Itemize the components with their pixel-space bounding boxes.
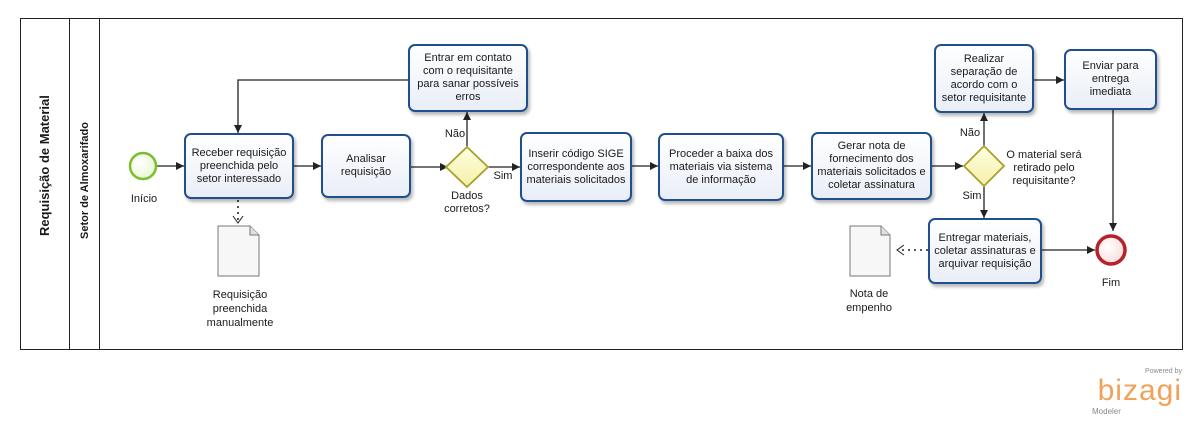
end-event-label: Fim <box>1101 277 1121 289</box>
gateway-dados-question: Dados corretos? <box>444 190 490 215</box>
watermark-sub: Modeler <box>1092 407 1121 416</box>
bizagi-watermark: Powered by bizagi Modeler <box>1092 368 1182 418</box>
pool-header: Requisição de Material <box>20 18 70 350</box>
document-requisicao <box>217 225 260 277</box>
start-event[interactable] <box>128 151 158 181</box>
task-gerar-nota[interactable]: Gerar nota de fornecimento dos materiais… <box>811 132 932 200</box>
document-requisicao-label: Requisição preenchida manualmente <box>206 289 274 329</box>
flow-contato-receber <box>234 79 408 133</box>
gateway-dados-yes-label: Sim <box>493 170 513 182</box>
gateway-dados-no-label: Não <box>444 128 466 140</box>
pool <box>20 18 1183 350</box>
task-realizar-separacao[interactable]: Realizar separação de acordo com o setor… <box>934 44 1034 113</box>
gateway-retirado-no-label: Não <box>959 127 981 139</box>
task-enviar-entrega[interactable]: Enviar para entrega imediata <box>1064 49 1157 110</box>
gateway-dados-corretos[interactable] <box>444 145 490 189</box>
bizagi-logo: bizagi <box>1097 374 1182 407</box>
gateway-retirado[interactable] <box>962 144 1006 188</box>
gateway-retirado-yes-label: Sim <box>962 190 982 202</box>
start-event-label: Início <box>130 193 158 205</box>
lane-header: Setor de Almoxarifado <box>70 18 100 350</box>
end-event[interactable] <box>1095 234 1127 266</box>
watermark-powered: Powered by <box>1145 368 1182 375</box>
document-nota <box>849 225 891 277</box>
task-entrar-contato[interactable]: Entrar em contato com o requisitante par… <box>408 44 528 112</box>
task-inserir-codigo[interactable]: Inserir código SIGE correspondente aos m… <box>520 132 632 202</box>
task-analisar-requisicao[interactable]: Analisar requisição <box>321 134 411 198</box>
gateway-retirado-question: O material será retirado pelo requisitan… <box>1006 149 1082 187</box>
task-receber-requisicao[interactable]: Receber requisição preenchida pelo setor… <box>184 133 294 199</box>
task-proceder-baixa[interactable]: Proceder a baixa dos materiais via siste… <box>658 133 784 201</box>
document-nota-label: Nota de empenho <box>846 288 892 314</box>
task-entregar-materiais[interactable]: Entregar materiais, coletar assinaturas … <box>928 218 1042 284</box>
